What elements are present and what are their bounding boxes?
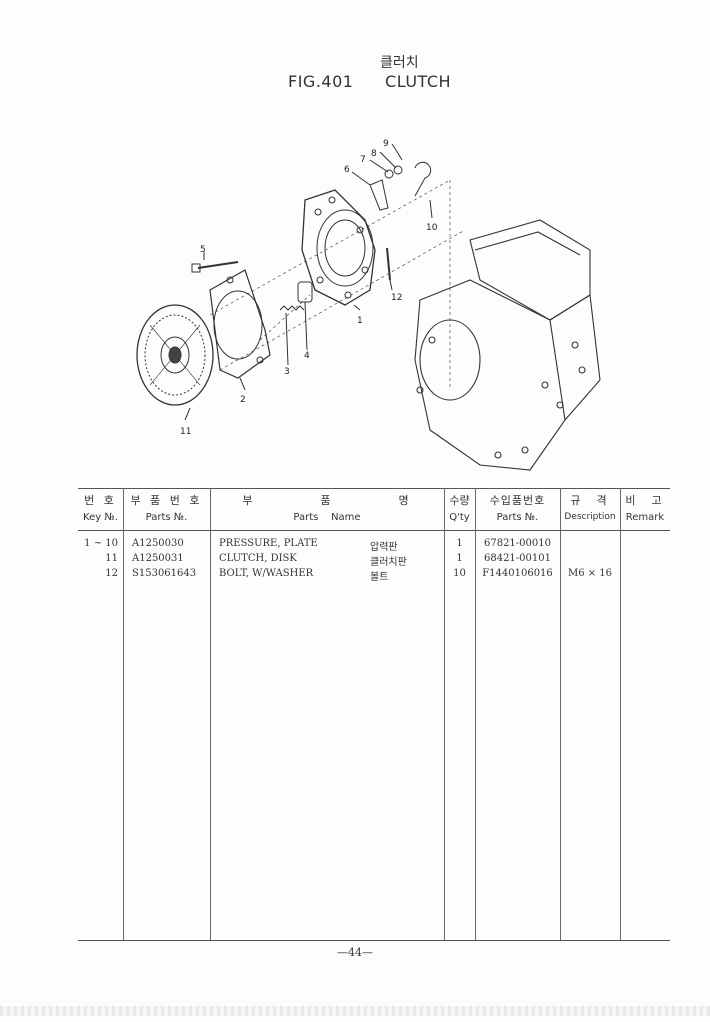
clutch-disk <box>136 304 214 406</box>
column-divider <box>123 488 124 940</box>
transmission-housing <box>414 219 601 471</box>
row-name-en: CLUTCH, DISK <box>219 553 297 564</box>
washer <box>384 169 394 179</box>
callout-8: 8 <box>371 149 377 159</box>
callout-3: 3 <box>284 367 290 377</box>
header-qty: 수량 Q'ty <box>449 494 470 523</box>
column-divider <box>560 488 561 940</box>
callout-4: 4 <box>304 351 310 361</box>
header-remark: 비 고 Remark <box>625 494 665 523</box>
page-number: —44— <box>337 946 373 959</box>
row-name-ko: 클러치판 <box>370 557 407 568</box>
row-part-no: A1250030 <box>132 538 184 549</box>
callout-12: 12 <box>391 293 402 303</box>
header-key: 번 호 Key №. <box>83 494 118 523</box>
column-divider <box>444 488 445 940</box>
header-import-no: 수입품번호 Parts №. <box>489 494 546 523</box>
row-import-no: 68421-00101 <box>483 553 551 564</box>
header-parts-no: 부 품 번 호 Parts №. <box>130 494 203 523</box>
row-import-no: F1440106016 <box>482 568 553 579</box>
row-description: M6 × 16 <box>567 568 613 579</box>
row-name-en: PRESSURE, PLATE <box>219 538 318 549</box>
callout-5: 5 <box>200 245 206 255</box>
exploded-diagram: 1 2 3 4 5 6 7 8 9 10 11 12 <box>136 139 601 471</box>
header-description: 규 격 Description <box>564 494 616 522</box>
table-bottom-rule <box>78 940 670 941</box>
figure-title: FIG.401 CLUTCH <box>288 72 451 91</box>
spring <box>279 305 305 311</box>
callout-9: 9 <box>383 139 389 149</box>
header-parts-name: 부 품 명 Parts Name <box>242 494 412 523</box>
figure-number: FIG.401 <box>288 72 354 91</box>
row-qty: 1 <box>456 553 463 564</box>
bolt <box>197 261 239 269</box>
bolt-washer <box>386 247 391 281</box>
table-top-rule <box>78 488 670 489</box>
scan-edge <box>0 1006 710 1016</box>
title-korean: 클러치 <box>380 55 419 71</box>
row-name-ko: 볼트 <box>370 572 389 583</box>
pressure-plate <box>301 189 376 306</box>
release-lever <box>369 179 389 211</box>
row-name-en: BOLT, W/WASHER <box>219 568 314 579</box>
callout-1: 1 <box>357 316 363 326</box>
row-part-no: S153061643 <box>132 568 197 579</box>
row-import-no: 67821-00010 <box>483 538 551 549</box>
callout-6: 6 <box>344 165 350 175</box>
pin <box>297 281 313 303</box>
row-key: 12 <box>105 568 118 579</box>
column-divider <box>620 488 621 940</box>
nut <box>393 165 403 175</box>
row-qty: 10 <box>453 568 466 579</box>
callout-10: 10 <box>426 223 438 233</box>
ring-clip <box>414 161 432 197</box>
callout-2: 2 <box>240 395 246 405</box>
column-divider <box>210 488 211 940</box>
row-name-ko: 압력판 <box>370 542 398 553</box>
callout-7: 7 <box>360 155 366 165</box>
clip-pin <box>395 149 403 161</box>
table-header-rule <box>78 530 670 531</box>
row-qty: 1 <box>456 538 463 549</box>
row-key: 1 ~ 10 <box>84 538 118 549</box>
row-part-no: A1250031 <box>132 553 184 564</box>
backing-plate <box>209 269 271 379</box>
row-key: 11 <box>105 553 118 564</box>
column-divider <box>475 488 476 940</box>
callout-11: 11 <box>180 427 191 437</box>
figure-name: CLUTCH <box>385 72 452 91</box>
